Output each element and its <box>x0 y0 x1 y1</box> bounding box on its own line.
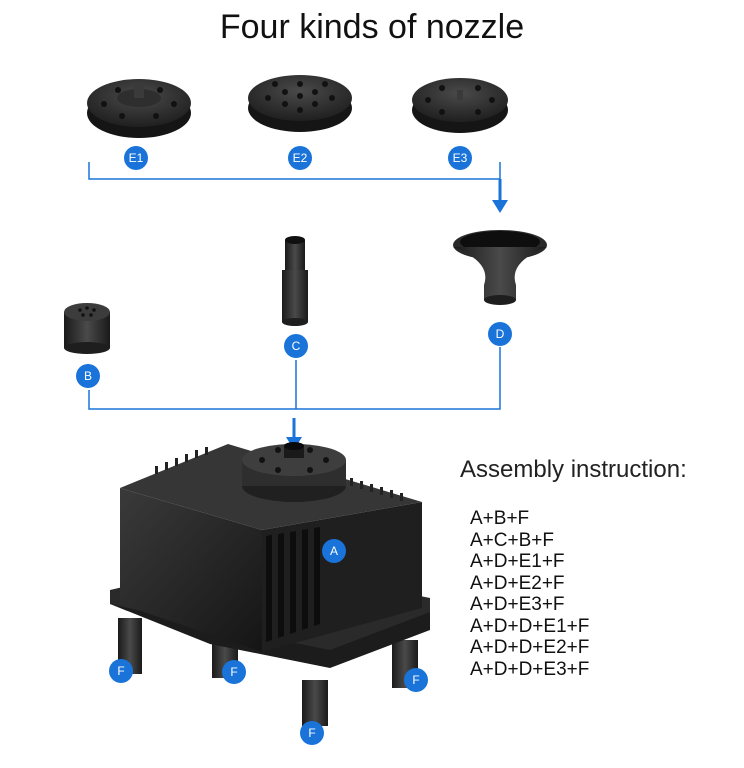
assembly-heading: Assembly instruction: <box>460 456 687 483</box>
top-connector <box>88 162 508 213</box>
bottom-connector <box>88 347 501 450</box>
badge-a: A <box>322 539 346 563</box>
nozzle-e3 <box>412 78 508 133</box>
svg-text:F: F <box>117 664 124 678</box>
badge-e2: E2 <box>288 146 312 170</box>
svg-text:F: F <box>308 726 315 740</box>
svg-text:C: C <box>292 339 301 353</box>
assembly-list: A+B+F A+C+B+F A+D+E1+F A+D+E2+F A+D+E3+F… <box>470 508 589 680</box>
svg-text:E2: E2 <box>293 151 308 165</box>
badge-e3: E3 <box>448 146 472 170</box>
badge-f-right: F <box>404 668 428 692</box>
assembly-item: A+D+E1+F <box>470 551 565 572</box>
page-title: Four kinds of nozzle <box>219 8 525 46</box>
svg-text:E3: E3 <box>453 151 468 165</box>
svg-text:A: A <box>330 544 338 558</box>
badge-d: D <box>488 322 512 346</box>
assembly-item: A+D+D+E1+F <box>470 615 590 637</box>
assembly-item: A+C+B+F <box>470 529 554 551</box>
svg-text:F: F <box>230 665 237 679</box>
assembly-item: A+B+F <box>470 508 530 529</box>
part-c-tube <box>282 236 308 326</box>
pump-body-a <box>110 442 430 726</box>
assembly-item: A+D+D+E3+F <box>470 658 590 680</box>
badge-f-front: F <box>300 721 324 745</box>
assembly-item: A+D+E2+F <box>470 572 565 594</box>
badge-b: B <box>76 364 100 388</box>
nozzle-e2 <box>248 75 352 132</box>
svg-text:D: D <box>496 327 505 341</box>
part-d-funnel <box>453 230 547 305</box>
badge-f-center: F <box>222 660 246 684</box>
assembly-item: A+D+D+E2+F <box>470 637 590 658</box>
svg-text:B: B <box>84 369 92 383</box>
badge-c: C <box>284 334 308 358</box>
svg-text:F: F <box>412 673 419 687</box>
assembly-item: A+D+E3+F <box>470 594 565 615</box>
nozzle-e1 <box>87 79 191 138</box>
part-b-cap <box>64 303 110 354</box>
badge-f-left: F <box>109 659 133 683</box>
badge-e1: E1 <box>124 146 148 170</box>
svg-text:E1: E1 <box>129 151 144 165</box>
